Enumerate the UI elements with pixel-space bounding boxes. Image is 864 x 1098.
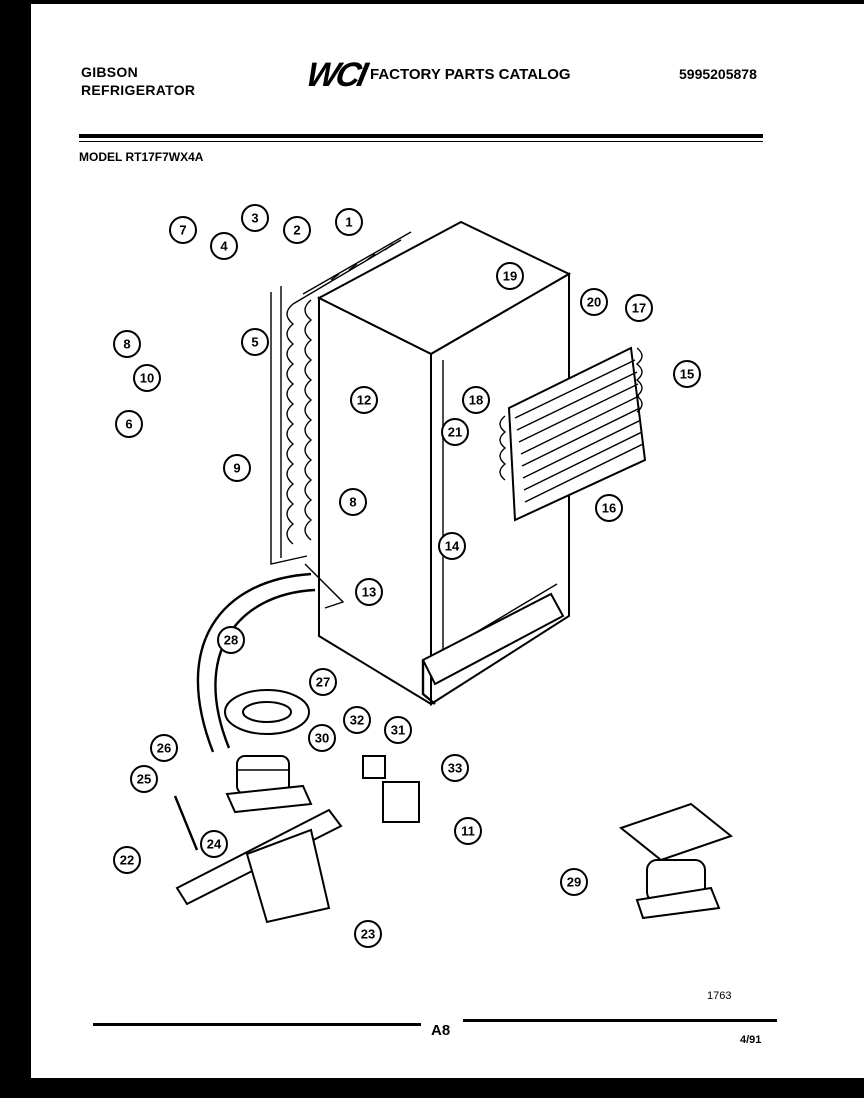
callout-27: 27 [309, 668, 337, 696]
footer-rule-right [463, 1019, 777, 1022]
callout-5: 5 [241, 328, 269, 356]
svg-text:7: 7 [179, 223, 186, 238]
header-rule-thick [79, 134, 763, 138]
svg-text:17: 17 [632, 301, 646, 316]
alternate-compressor [618, 802, 734, 920]
catalog-page: GIBSON REFRIGERATOR WCI FACTORY PARTS CA… [31, 4, 864, 1078]
callout-28: 28 [217, 626, 245, 654]
svg-text:22: 22 [120, 853, 134, 868]
svg-text:31: 31 [391, 723, 405, 738]
callout-19: 19 [496, 262, 524, 290]
svg-text:33: 33 [448, 761, 462, 776]
svg-text:12: 12 [357, 393, 371, 408]
svg-text:2: 2 [293, 223, 300, 238]
callout-25: 25 [130, 765, 158, 793]
callout-15: 15 [673, 360, 701, 388]
svg-text:1: 1 [345, 215, 352, 230]
svg-text:15: 15 [680, 367, 694, 382]
refrigerator-cabinet [316, 220, 572, 706]
drawing-number: 1763 [707, 990, 732, 1002]
svg-text:21: 21 [448, 425, 462, 440]
callout-16: 16 [595, 494, 623, 522]
callout-7: 7 [169, 216, 197, 244]
svg-text:10: 10 [140, 371, 154, 386]
svg-text:29: 29 [567, 875, 581, 890]
callout-30: 30 [308, 724, 336, 752]
callout-8: 8 [339, 488, 367, 516]
svg-text:26: 26 [157, 741, 171, 756]
callout-23: 23 [354, 920, 382, 948]
svg-text:3: 3 [251, 211, 258, 226]
svg-text:25: 25 [137, 772, 151, 787]
svg-text:11: 11 [461, 824, 475, 839]
svg-text:4: 4 [220, 239, 228, 254]
callout-18: 18 [462, 386, 490, 414]
svg-text:28: 28 [224, 633, 238, 648]
exploded-parts-diagram: 1 2 3 4 5 6 7 8 8 9 10 11 12 13 14 15 16… [113, 204, 734, 948]
svg-text:5: 5 [251, 335, 258, 350]
callout-26: 26 [150, 734, 178, 762]
callout-10: 10 [133, 364, 161, 392]
page-id: A8 [431, 1022, 451, 1039]
callout-29: 29 [560, 868, 588, 896]
header-rule-thin [79, 141, 763, 142]
callout-3: 3 [241, 204, 269, 232]
callout-20: 20 [580, 288, 608, 316]
catalog-title: FACTORY PARTS CATALOG [370, 66, 571, 83]
svg-text:16: 16 [602, 501, 616, 516]
callout-14: 14 [438, 532, 466, 560]
callout-24: 24 [200, 830, 228, 858]
svg-text:27: 27 [316, 675, 330, 690]
svg-text:9: 9 [233, 461, 240, 476]
callout-22: 22 [113, 846, 141, 874]
svg-text:8: 8 [349, 495, 356, 510]
svg-text:32: 32 [350, 713, 364, 728]
callout-9: 9 [223, 454, 251, 482]
callout-12: 12 [350, 386, 378, 414]
svg-text:19: 19 [503, 269, 517, 284]
compressor-assembly [173, 689, 420, 924]
callout-33: 33 [441, 754, 469, 782]
callout-32: 32 [343, 706, 371, 734]
callout-6: 6 [115, 410, 143, 438]
callout-21: 21 [441, 418, 469, 446]
svg-text:30: 30 [315, 731, 329, 746]
callout-13: 13 [355, 578, 383, 606]
brand-name: GIBSON [81, 64, 139, 80]
callout-8: 8 [113, 330, 141, 358]
evaporator-assembly [499, 346, 647, 522]
catalog-number: 5995205878 [679, 66, 757, 82]
condenser-coil [270, 231, 412, 565]
footer-rule-left [93, 1023, 421, 1026]
callout-31: 31 [384, 716, 412, 744]
callout-4: 4 [210, 232, 238, 260]
product-type: REFRIGERATOR [81, 82, 196, 98]
date-code: 4/91 [740, 1034, 762, 1046]
svg-text:18: 18 [469, 393, 483, 408]
callout-17: 17 [625, 294, 653, 322]
svg-text:24: 24 [207, 837, 222, 852]
svg-text:8: 8 [123, 337, 130, 352]
svg-text:6: 6 [125, 417, 132, 432]
svg-text:20: 20 [587, 295, 601, 310]
svg-text:13: 13 [362, 585, 376, 600]
svg-text:23: 23 [361, 927, 375, 942]
callout-2: 2 [283, 216, 311, 244]
callout-1: 1 [335, 208, 363, 236]
model-number: MODEL RT17F7WX4A [79, 150, 204, 164]
callout-11: 11 [454, 817, 482, 845]
svg-text:14: 14 [445, 539, 460, 554]
